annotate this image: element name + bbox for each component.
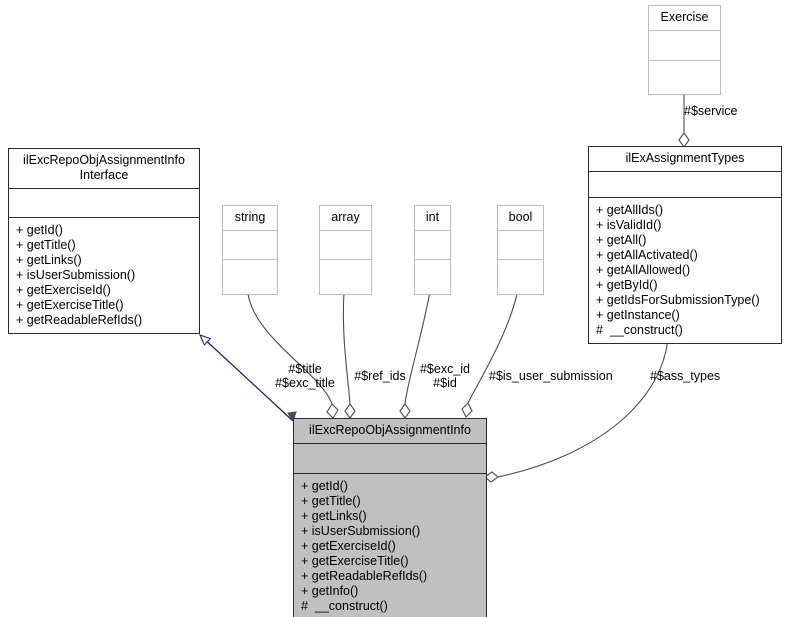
class-operations-ilexassignmenttypes: + getAllIds() + isValidId() + getAll() +… [589,198,781,343]
operation-item: + getInfo() [301,584,359,598]
class-box-int[interactable]: int [414,205,451,295]
operation-item: + getIdsForSubmissionType() [596,293,760,307]
edge-realization [200,335,297,423]
class-operations-exercise [649,61,720,94]
edge-label-exc-id: #$exc_id #$id [419,362,471,390]
class-operations-ilexcrepoobjassignmentinfo: + getId() + getTitle() + getLinks() + is… [294,474,486,617]
edge-label-ass-types: #$ass_types [650,369,721,383]
operation-item: + getById() [596,278,658,292]
edge-ref-ids [342,279,356,419]
operation-item: # __construct() [301,599,388,613]
class-name-ilexassignmenttypes: ilExAssignmentTypes [589,147,781,172]
edge-label-is-user-submission: #$is_user_submission [489,369,613,383]
class-operations-array [320,260,371,294]
class-box-string[interactable]: string [222,205,278,295]
class-attributes-int [415,231,450,260]
operation-item: + getLinks() [16,253,82,267]
class-name-string: string [223,206,277,231]
edge-label-service: #$service [684,104,738,118]
operation-item: + getExerciseId() [16,283,111,297]
class-name-ilexcrepoobjassignmentinfointerface: ilExcRepoObjAssignmentInfo Interface [9,149,199,189]
operation-item: + getExerciseId() [301,539,396,553]
class-operations-bool [498,260,543,294]
class-operations-ilexcrepoobjassignmentinfointerface: + getId() + getTitle() + getLinks() + is… [9,218,199,333]
class-name-exercise: Exercise [649,6,720,31]
edge-exc-id [399,279,433,419]
operation-item: + getId() [301,479,348,493]
class-attributes-exercise [649,31,720,61]
edge-is-user-submission [461,279,521,418]
operation-item: + getAllAllowed() [596,263,691,277]
class-attributes-array [320,231,371,260]
operation-item: + getReadableRefIds() [16,313,143,327]
class-name-bool: bool [498,206,543,231]
edge-ass-types [484,337,669,483]
operation-item: + getTitle() [16,238,76,252]
class-attributes-bool [498,231,543,260]
edge-label-ref-ids: #$ref_ids [354,369,406,383]
operation-item: + getAllActivated() [596,248,698,262]
class-attributes-ilexcrepoobjassignmentinfointerface [9,189,199,218]
class-box-bool[interactable]: bool [497,205,544,295]
operation-item: + getLinks() [301,509,367,523]
edge-title [247,279,339,419]
class-name-ilexcrepoobjassignmentinfo: ilExcRepoObjAssignmentInfo [294,419,486,444]
operation-item: + getExerciseTitle() [301,554,409,568]
class-operations-string [223,260,277,294]
operation-item: # __construct() [596,323,683,337]
class-box-ilexassignmenttypes[interactable]: ilExAssignmentTypes + getAllIds() + isVa… [588,146,782,344]
class-operations-int [415,260,450,294]
operation-item: + getReadableRefIds() [301,569,428,583]
class-box-exercise[interactable]: Exercise [648,5,721,95]
operation-item: + getId() [16,223,63,237]
operation-item: + getInstance() [596,308,680,322]
operation-item: + getAll() [596,233,647,247]
operation-item: + getTitle() [301,494,361,508]
class-attributes-string [223,231,277,260]
class-name-array: array [320,206,371,231]
operation-item: + getAllIds() [596,203,664,217]
operation-item: + getExerciseTitle() [16,298,124,312]
edge-label-title: #$title #$exc_title [275,362,335,390]
class-box-ilexcrepoobjassignmentinfo[interactable]: ilExcRepoObjAssignmentInfo + getId() + g… [293,418,487,617]
class-box-ilexcrepoobjassignmentinfointerface[interactable]: ilExcRepoObjAssignmentInfo Interface + g… [8,148,200,334]
class-box-array[interactable]: array [319,205,372,295]
operation-item: + isUserSubmission() [16,268,136,282]
class-attributes-ilexcrepoobjassignmentinfo [294,444,486,474]
class-attributes-ilexassignmenttypes [589,172,781,198]
operation-item: + isValidId() [596,218,662,232]
operation-item: + isUserSubmission() [301,524,421,538]
class-name-int: int [415,206,450,231]
